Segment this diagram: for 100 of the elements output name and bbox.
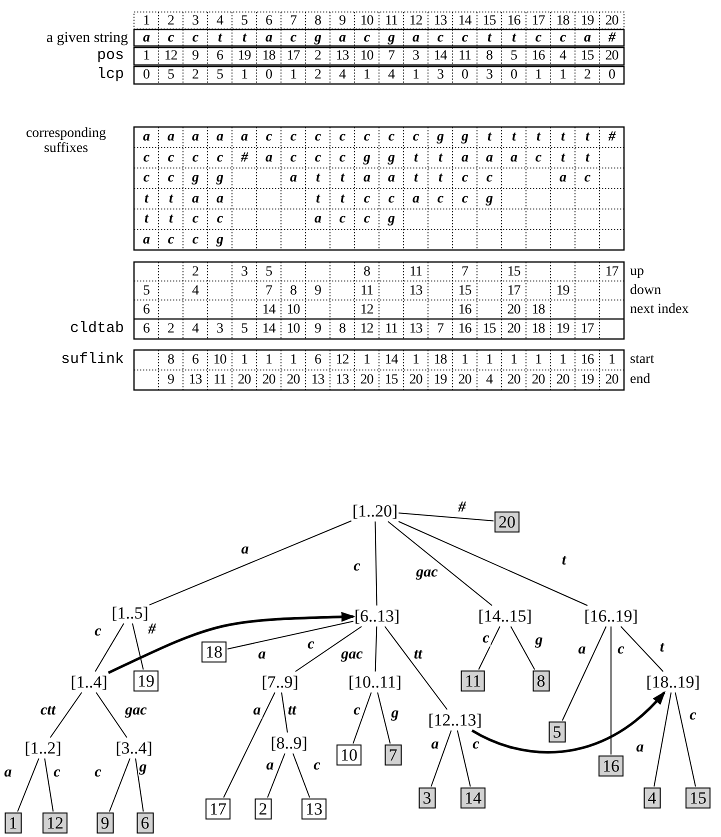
suffix-letter: t [144, 191, 148, 206]
suffix-leaf-box: 11 [460, 670, 486, 692]
suffix-letter: a [560, 170, 566, 186]
suflink-start-value: 1 [535, 352, 542, 368]
column-number: 8 [314, 13, 321, 28]
cldtab-value: 17 [580, 322, 594, 336]
pos-value: 2 [314, 48, 321, 64]
lcp-value: 1 [560, 68, 566, 82]
tree-branch-line [620, 626, 664, 672]
tree-branch-line [292, 753, 310, 798]
cldtab-value: 10 [286, 322, 300, 336]
suffix-leaf-box: 20 [494, 512, 520, 532]
interval-label: [18..19] [646, 672, 700, 692]
suffix-letter: a [143, 130, 150, 145]
up-value: 7 [462, 264, 468, 279]
tree-branch-line [267, 753, 286, 798]
cldtab-value: 15 [482, 322, 496, 336]
cldtab-value: 14 [262, 322, 276, 336]
up-value: 8 [364, 264, 370, 279]
suffix-letter: c [290, 150, 296, 166]
tree-branch-line [430, 730, 452, 787]
lcp-value: 0 [143, 68, 150, 82]
suflink-end-value: 4 [486, 372, 492, 388]
suffix-leaf-box: 6 [136, 812, 154, 834]
pos-value: 20 [605, 48, 618, 64]
column-number: 1 [143, 13, 150, 28]
suffix-letter: c [192, 150, 198, 166]
column-number: 12 [409, 13, 422, 28]
tree-branch-line [610, 626, 612, 755]
suflink-start-value: 8 [168, 352, 174, 368]
pos-value: 10 [360, 48, 374, 64]
tree-branch-line [135, 758, 144, 812]
interval-label: [10..11] [348, 672, 402, 692]
suflink-start-value: 1 [266, 352, 272, 368]
suflink-end-value: 20 [262, 372, 276, 388]
cldtab-value: 4 [192, 322, 198, 336]
pos-value: 18 [262, 48, 276, 64]
column-number: 2 [168, 13, 174, 28]
cldtab-value: 12 [360, 322, 374, 336]
tree-branch-line [223, 692, 276, 798]
lcp-value: 1 [364, 68, 370, 82]
pos-value: 15 [580, 48, 594, 64]
lcp-value: 5 [168, 68, 174, 82]
suffix-letter: a [462, 150, 468, 166]
suffix-letter: c [216, 212, 223, 227]
suflink-end-value: 20 [286, 372, 300, 388]
lcp-value: 1 [535, 68, 542, 82]
column-number: 5 [241, 13, 248, 28]
row-label: corresponding suffixes [24, 126, 108, 156]
suffix-letter: a [143, 232, 150, 248]
column-number: 6 [266, 13, 272, 28]
tree-branch-line [398, 521, 588, 606]
tree-branch-line [398, 512, 494, 522]
curved-arrow [471, 691, 666, 754]
string-letter: a [143, 30, 150, 45]
suffix-letter: a [168, 130, 174, 145]
suffix-letter: c [364, 191, 370, 206]
interval-label: [1..2] [24, 738, 62, 758]
cldtab-value: 19 [556, 322, 570, 336]
cldtab-value: 3 [216, 322, 223, 336]
tree-branch-line [50, 692, 82, 738]
lcp-value: 2 [192, 68, 198, 82]
interval-label: [12..13] [428, 710, 482, 730]
column-number: 17 [532, 13, 545, 28]
tree-branch-line [227, 620, 354, 650]
suffix-letter: c [339, 212, 346, 227]
suffix-leaf-box: 7 [384, 744, 402, 766]
pos-value: 9 [192, 48, 198, 64]
cldtab-value: 7 [437, 322, 444, 336]
next-index-value: 16 [458, 302, 472, 317]
cldtab-value: 20 [507, 322, 520, 336]
curved-arrow [108, 612, 356, 674]
tree-branch-line [281, 692, 288, 733]
next-index-value: 6 [143, 302, 150, 317]
tree-branch-line [510, 626, 536, 670]
down-value: 11 [360, 283, 373, 298]
string-letter: a [584, 30, 590, 45]
pos-value: 11 [458, 48, 471, 64]
string-letter: c [437, 30, 444, 45]
suflink-start-value: 16 [580, 352, 594, 368]
tree-branch-line [44, 758, 54, 812]
up-value: 5 [266, 264, 272, 279]
row-label: end [630, 372, 650, 388]
column-number: 7 [290, 13, 296, 28]
lcp-value: 1 [412, 68, 419, 82]
suflink-start-value: 6 [314, 352, 321, 368]
suffix-letter: c [584, 170, 590, 186]
interval-label: [6..13] [354, 606, 400, 626]
suffix-leaf-box: 4 [644, 788, 660, 808]
suffix-leaf-box: 15 [686, 788, 710, 808]
cldtab-value: 16 [458, 322, 472, 336]
pos-value: 17 [286, 48, 300, 64]
column-number: 4 [216, 13, 223, 28]
suflink-start-value: 18 [434, 352, 447, 368]
cldtab-value: 13 [409, 322, 422, 336]
tree-branch-line [17, 758, 40, 812]
lcp-value: 3 [486, 68, 492, 82]
lcp-value: 0 [266, 68, 272, 82]
row-label: a given string [46, 28, 128, 46]
up-value: 2 [192, 264, 198, 279]
